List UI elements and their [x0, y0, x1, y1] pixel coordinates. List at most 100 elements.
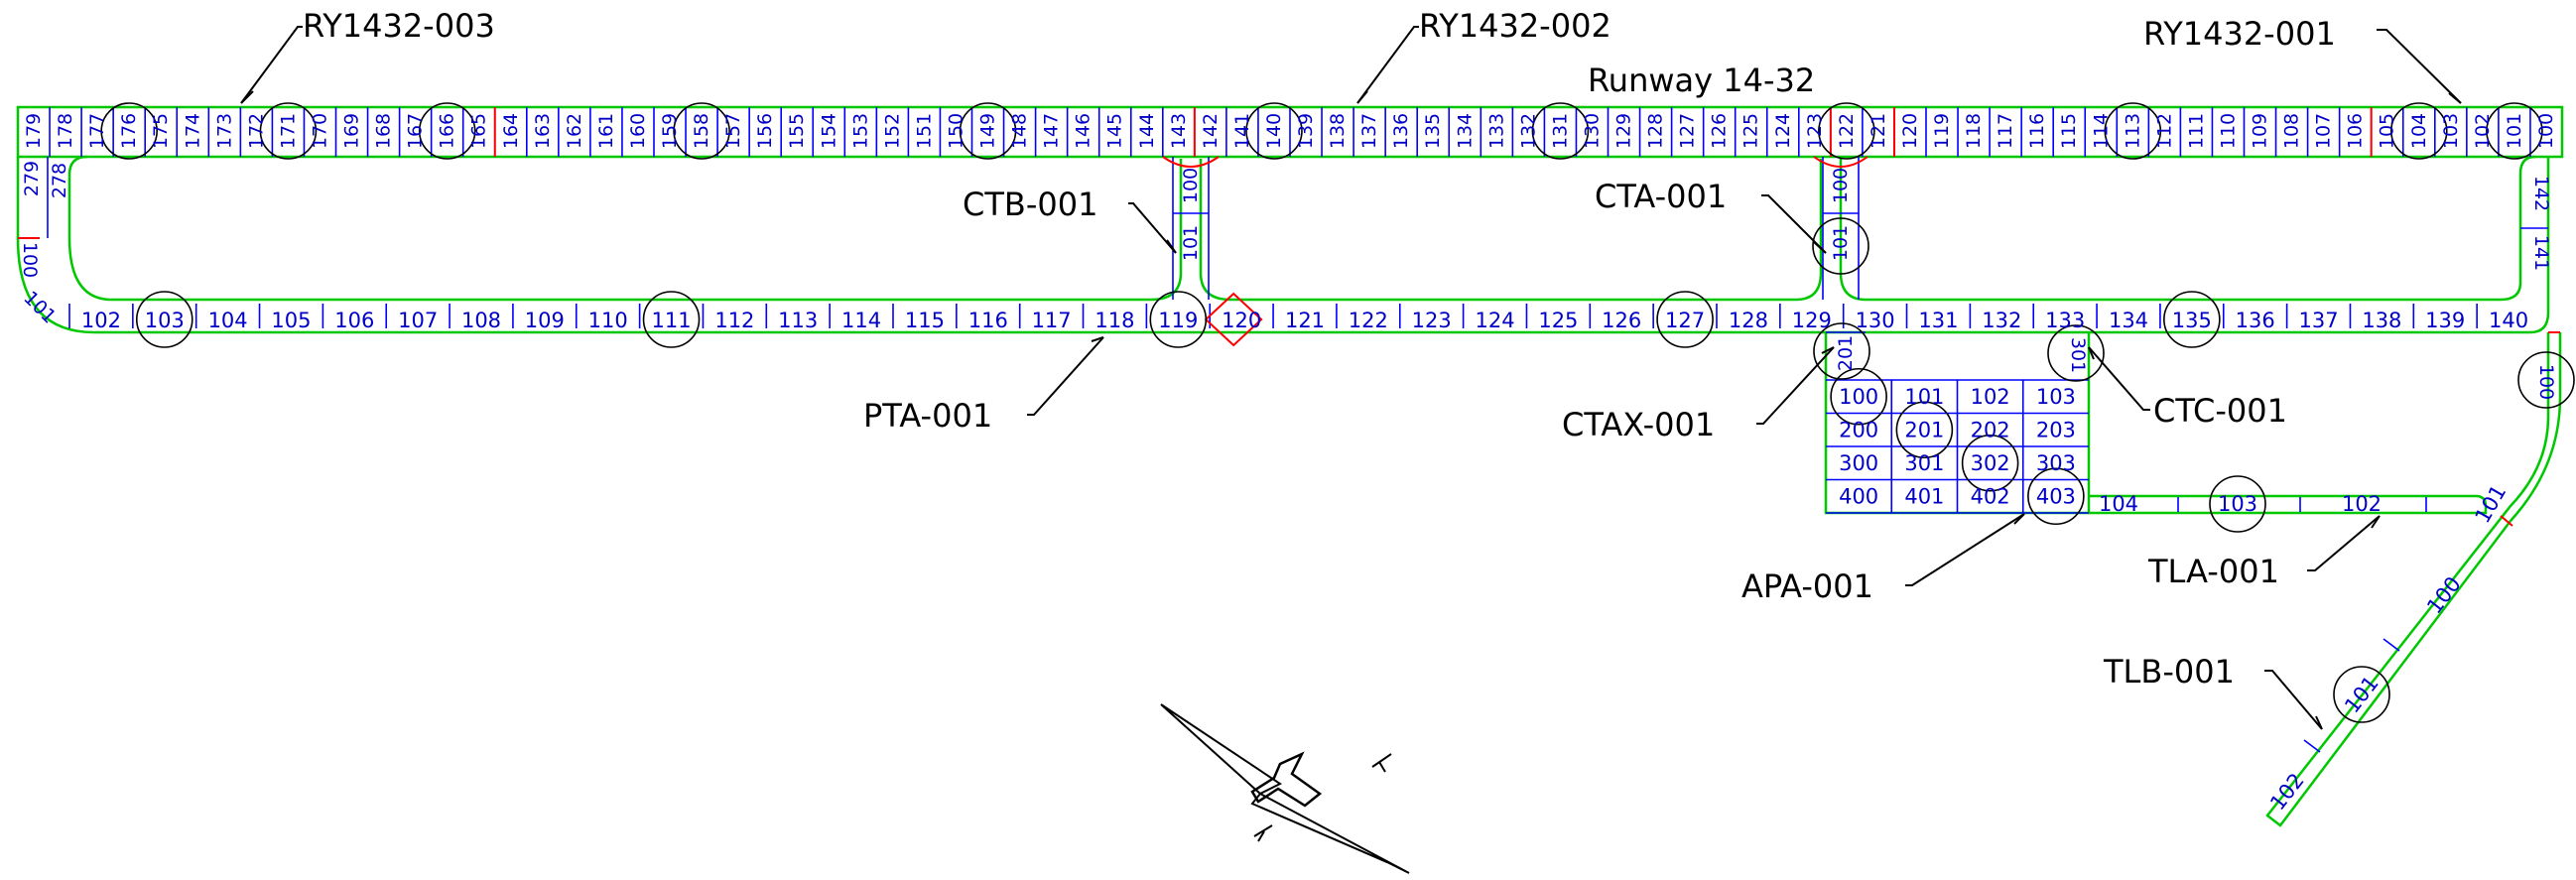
slab-number: 104 [208, 309, 248, 332]
slab-number: 140 [1263, 113, 1285, 149]
leader-line [2307, 515, 2381, 571]
sample-circle [2104, 102, 2162, 160]
sample-circle [1895, 401, 1954, 459]
slab-number: 126 [1709, 113, 1731, 149]
slab-number: 102 [1971, 385, 2010, 409]
slab-number: 278 [49, 163, 70, 198]
section-label: RY1432-003 [303, 7, 495, 45]
slab-number: 145 [1104, 113, 1126, 149]
slab-number: 134 [1454, 113, 1476, 149]
slab-number: 158 [691, 113, 712, 149]
slab-number: 124 [1475, 309, 1514, 332]
slab-number: 177 [86, 113, 108, 149]
tla-outline [2089, 494, 2488, 515]
slab-number: 165 [468, 113, 490, 149]
slab-number: 170 [309, 113, 330, 149]
slab-number: 302 [1971, 451, 2010, 475]
slab-number: 112 [714, 309, 754, 332]
sample-circle [2517, 351, 2575, 409]
slab-number: 103 [2036, 385, 2076, 409]
slab-number: 117 [1032, 309, 1072, 332]
slab-number: 301 [1904, 451, 1944, 475]
slab-number: 164 [500, 113, 522, 149]
red-diamond [1204, 292, 1263, 347]
leader-line [2377, 29, 2462, 104]
taxiway-inner-edge-west [67, 155, 1183, 302]
arrow-head [1166, 239, 1177, 254]
pavement-outlines [16, 105, 2564, 827]
slab-number: 402 [1971, 484, 2010, 508]
leader-line [1756, 346, 1835, 425]
slab-number: 106 [2345, 113, 2367, 149]
slab-number: 107 [398, 309, 438, 332]
slab-number: 106 [334, 309, 374, 332]
slab-number: 111 [651, 309, 691, 332]
taxiway-outer-edge [16, 157, 2550, 334]
north-arrow-n [1250, 751, 1323, 808]
leader-line [2264, 670, 2323, 730]
sample-circle [2209, 475, 2266, 533]
section-label: CTA-001 [1595, 178, 1727, 215]
slab-number: 152 [881, 113, 903, 149]
leader-line [1905, 513, 2025, 586]
slab-number: 110 [588, 309, 628, 332]
slab-number: 108 [2281, 113, 2303, 149]
slab-number: 118 [1095, 309, 1134, 332]
tlb-outline [2265, 332, 2562, 827]
arrow-head [2088, 346, 2095, 360]
sample-circle [2163, 291, 2221, 348]
slab-number: 161 [595, 113, 617, 149]
section-label: CTC-001 [2153, 392, 2287, 430]
slab-number: 102 [2342, 492, 2382, 516]
slab-number: 100 [19, 242, 41, 278]
slab-number: 115 [905, 309, 945, 332]
slab-number: 105 [2377, 113, 2398, 149]
section-label: TLB-001 [2103, 653, 2235, 691]
sample-circle [135, 291, 193, 348]
section-label: CTAX-001 [1562, 406, 1715, 443]
slab-number: 128 [1645, 113, 1667, 149]
north-arrow-tick [1371, 753, 1392, 773]
sample-circle [1245, 102, 1303, 160]
slab-number: 114 [841, 309, 881, 332]
slab-number: 172 [245, 113, 267, 149]
arrow-head [1821, 346, 1835, 354]
sample-circle [1813, 322, 1870, 380]
sample-circle [1818, 102, 1875, 160]
slab-number: 101 [2340, 672, 2383, 717]
slab-number: 131 [1918, 309, 1958, 332]
slab-number: 279 [21, 161, 43, 196]
slab-number: 100 [1830, 168, 1852, 203]
slab-number: 102 [2472, 113, 2494, 149]
slab-number: 303 [2036, 451, 2076, 475]
slab-number: 109 [2250, 113, 2271, 149]
slab-number: 143 [1168, 113, 1190, 149]
section-label: APA-001 [1741, 567, 1873, 605]
sample-circle [642, 291, 701, 348]
sample-circle [1812, 217, 1869, 275]
slab-number: 123 [1804, 113, 1826, 149]
sample-circle [959, 102, 1017, 160]
slab-number: 122 [1836, 113, 1858, 149]
leader-line [240, 26, 303, 104]
slab-number: 125 [1538, 309, 1578, 332]
annotations [240, 26, 2462, 730]
sample-circle [2027, 467, 2085, 526]
slab-number: 104 [2099, 492, 2138, 516]
slab-number: 129 [1613, 113, 1635, 149]
slab-number: 137 [2298, 309, 2338, 332]
slab-number: 200 [1839, 418, 1878, 441]
slab-number: 166 [437, 113, 458, 149]
arrow-head [1356, 90, 1368, 104]
slab-number: 201 [1904, 418, 1944, 441]
slab-number: 128 [1729, 309, 1768, 332]
sample-circle [673, 102, 730, 160]
slab-number: 147 [1041, 113, 1063, 149]
slab-number: 101 [1904, 385, 1944, 409]
slab-number: 138 [2362, 309, 2401, 332]
slab-number: 300 [1839, 451, 1878, 475]
slab-number: 114 [2090, 113, 2112, 149]
leader-line [1761, 194, 1827, 254]
slab-number: 142 [2530, 176, 2552, 211]
slab-number: 137 [1358, 113, 1380, 149]
